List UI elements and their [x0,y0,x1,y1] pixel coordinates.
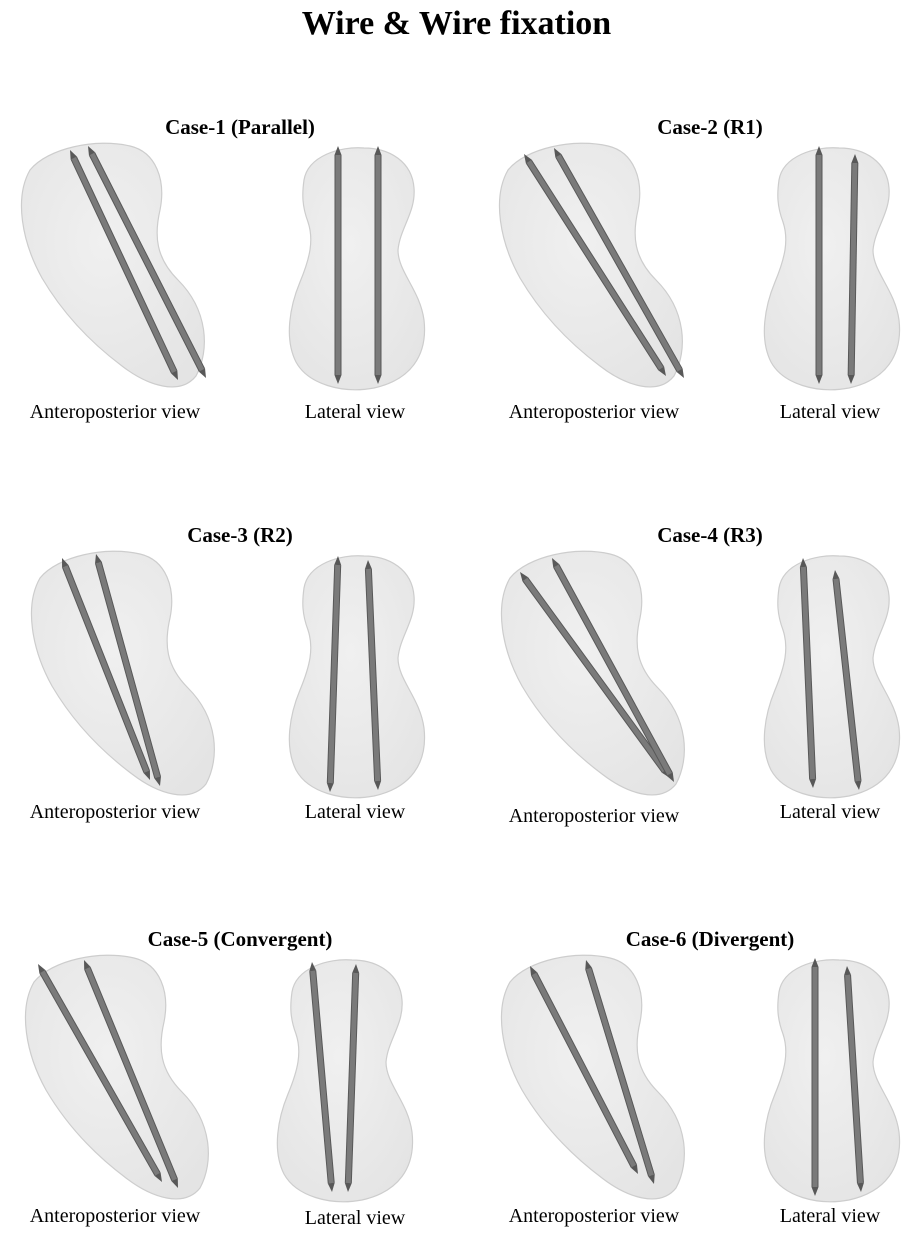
bone-outline [764,148,899,390]
case-1-title: Case-1 (Parallel) [110,114,370,140]
case-6-ap-label: Anteroposterior view [484,1204,704,1228]
case-3-ap-label: Anteroposterior view [5,800,225,824]
case-5-lateral-label: Lateral view [280,1206,430,1230]
case-3-lateral-view [280,548,430,808]
case-5-lateral-view [268,952,418,1212]
case-6-title: Case-6 (Divergent) [580,926,840,952]
case-3-title: Case-3 (R2) [110,522,370,548]
k-wire-2 [375,146,382,384]
bone-outline [764,960,899,1202]
k-wire-1 [335,146,342,384]
bone-outline [289,148,424,390]
case-2-ap-label: Anteroposterior view [484,400,704,424]
case-1-lateral-view [280,140,430,400]
case-4-lateral-label: Lateral view [755,800,905,824]
case-2-lateral-view [755,140,905,400]
bone-outline [289,556,424,798]
case-2-ap-view [488,140,698,400]
case-1-ap-view [10,140,220,400]
case-6-ap-view [490,952,700,1212]
case-1-lateral-label: Lateral view [280,400,430,424]
k-wire-1 [816,146,823,384]
case-4-ap-view [490,548,700,808]
case-4-lateral-view [755,548,905,808]
case-6-lateral-view [755,952,905,1212]
case-4-title: Case-4 (R3) [580,522,840,548]
bone-outline [21,143,204,387]
case-1-ap-label: Anteroposterior view [5,400,225,424]
case-5-title: Case-5 (Convergent) [110,926,370,952]
case-2-lateral-label: Lateral view [755,400,905,424]
bone-outline [764,556,899,798]
case-2-title: Case-2 (R1) [580,114,840,140]
case-6-lateral-label: Lateral view [755,1204,905,1228]
case-3-lateral-label: Lateral view [280,800,430,824]
case-4-ap-label: Anteroposterior view [484,804,704,828]
bone-outline [277,960,412,1202]
case-5-ap-view [14,952,224,1212]
case-3-ap-view [20,548,230,808]
case-5-ap-label: Anteroposterior view [5,1204,225,1228]
k-wire-1 [812,958,819,1196]
figure-title: Wire & Wire fixation [0,2,913,46]
bone-outline [31,551,214,795]
